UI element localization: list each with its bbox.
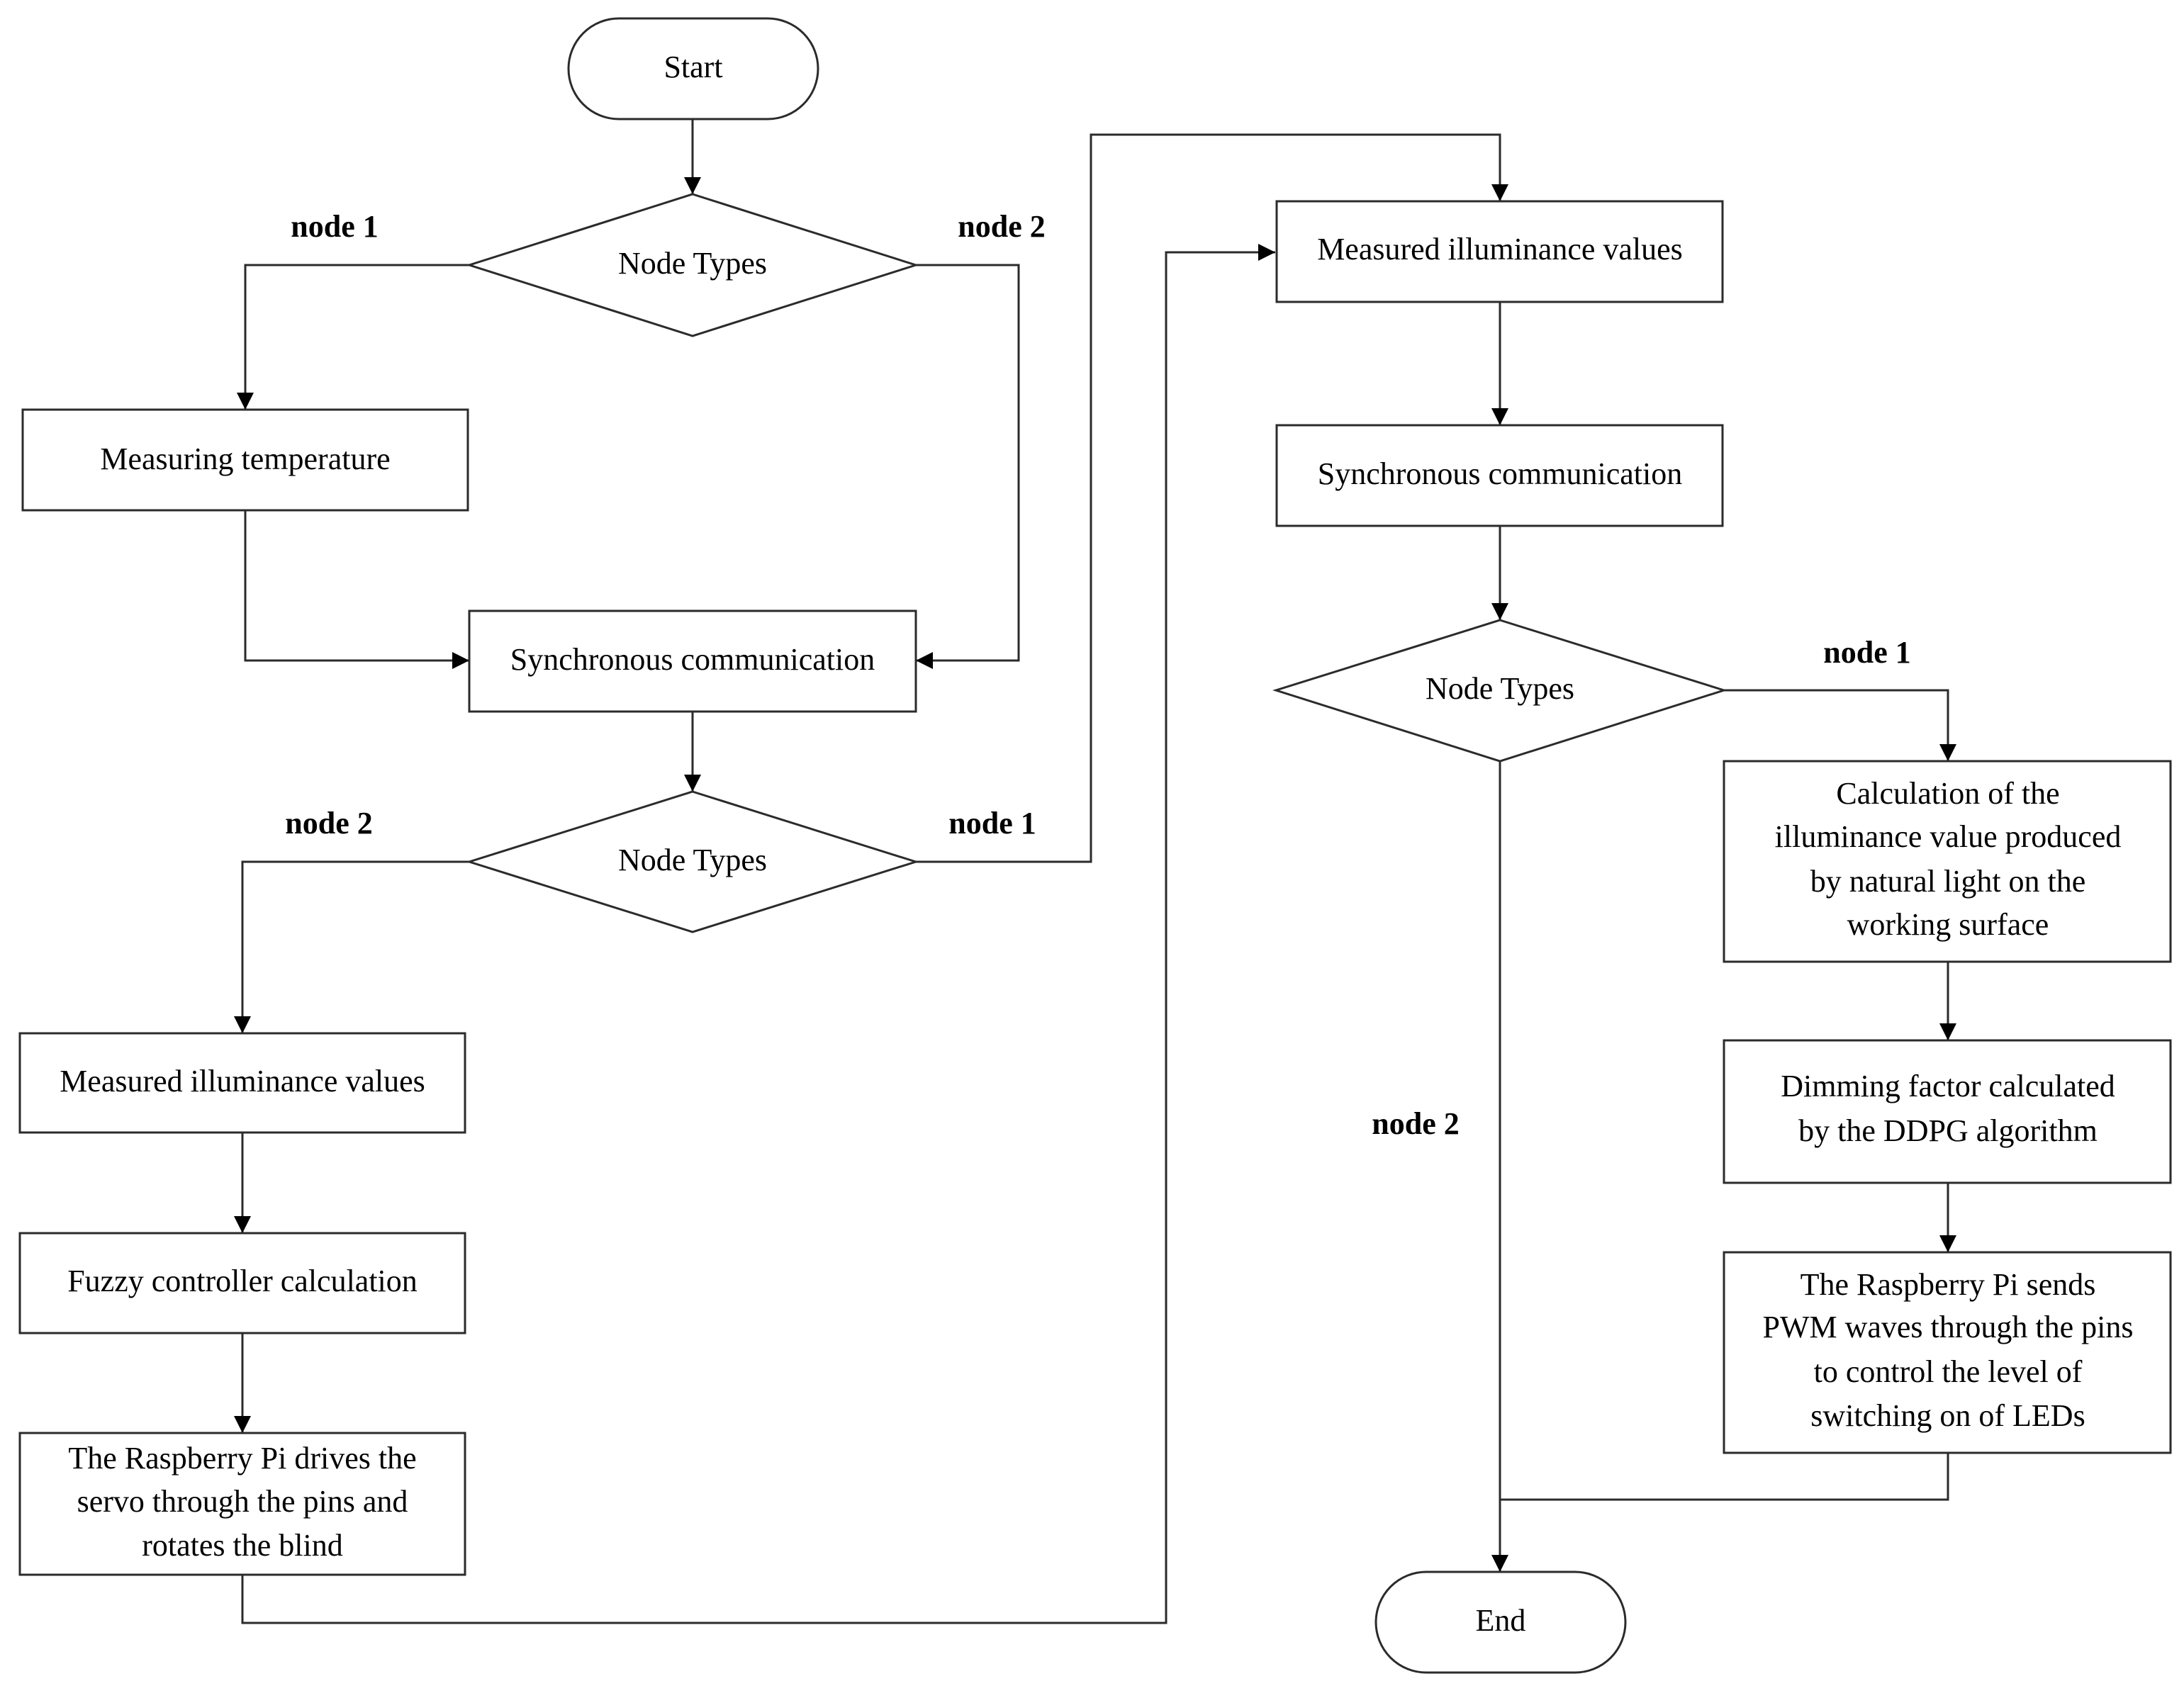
edges xyxy=(234,119,1956,1624)
branch-label-d1-left: node 1 xyxy=(291,209,378,244)
edge-decision2-to-measure-illum-left xyxy=(234,860,469,1033)
end-terminal: End xyxy=(1374,1570,1627,1674)
measured-illuminance-label-right: Measured illuminance values xyxy=(1317,232,1683,266)
pwm-leds-line-2: PWM waves through the pins xyxy=(1762,1310,2133,1344)
decision-3-label: Node Types xyxy=(1426,671,1574,706)
decision-node-types-1: Node Types xyxy=(466,193,919,337)
servo-blind-line-3: rotates the blind xyxy=(142,1528,343,1563)
servo-blind-box: The Raspberry Pi drives the servo throug… xyxy=(18,1432,466,1576)
synchronous-communication-label-1: Synchronous communication xyxy=(510,642,875,677)
natural-light-line-4: working surface xyxy=(1847,907,2049,942)
decision-node-types-2: Node Types xyxy=(465,790,920,933)
natural-light-line-2: illuminance value produced xyxy=(1775,819,2122,854)
decision-1-label: Node Types xyxy=(618,246,767,281)
measuring-temperature-box: Measuring temperature xyxy=(21,408,469,512)
start-label: Start xyxy=(663,50,722,84)
decision-node-types-3: Node Types xyxy=(1272,619,1727,763)
branch-label-d3-down: node 2 xyxy=(1372,1106,1459,1141)
edge-decision1-to-measure-temp xyxy=(237,264,469,410)
pwm-leds-line-4: switching on of LEDs xyxy=(1810,1398,2085,1433)
end-label: End xyxy=(1476,1603,1526,1638)
branch-label-d3-right: node 1 xyxy=(1823,635,1910,670)
dimming-factor-line-2: by the DDPG algorithm xyxy=(1798,1113,2098,1148)
start-terminal: Start xyxy=(567,17,819,120)
pwm-leds-line-1: The Raspberry Pi sends xyxy=(1801,1267,2096,1302)
branch-label-d2-right: node 1 xyxy=(948,806,1036,841)
servo-blind-line-1: The Raspberry Pi drives the xyxy=(68,1441,416,1476)
edge-servo-to-measure-illum-right xyxy=(241,244,1275,1624)
measured-illuminance-box-right: Measured illuminance values xyxy=(1275,200,1724,303)
synchronous-communication-box-2: Synchronous communication xyxy=(1275,424,1724,527)
pwm-leds-line-3: to control the level of xyxy=(1814,1354,2083,1389)
fuzzy-controller-label: Fuzzy controller calculation xyxy=(67,1264,418,1298)
edge-measure-temp-to-sync1 xyxy=(244,510,469,669)
dimming-factor-box: Dimming factor calculated by the DDPG al… xyxy=(1723,1039,2172,1184)
branch-label-d1-right: node 2 xyxy=(958,209,1045,244)
dimming-factor-line-1: Dimming factor calculated xyxy=(1781,1069,2115,1103)
measuring-temperature-label: Measuring temperature xyxy=(100,442,390,476)
fuzzy-controller-box: Fuzzy controller calculation xyxy=(18,1232,466,1334)
natural-light-line-3: by natural light on the xyxy=(1810,864,2086,899)
servo-blind-line-2: servo through the pins and xyxy=(77,1484,408,1519)
measured-illuminance-box-left: Measured illuminance values xyxy=(18,1032,466,1134)
edge-decision3-to-calc-natural xyxy=(1724,689,1956,761)
natural-light-line-1: Calculation of the xyxy=(1836,776,2059,811)
decision-2-label: Node Types xyxy=(618,843,767,877)
edge-pwm-to-end-join xyxy=(1500,1453,1949,1501)
measured-illuminance-label-left: Measured illuminance values xyxy=(60,1064,425,1098)
pwm-leds-box: The Raspberry Pi sends PWM waves through… xyxy=(1723,1251,2172,1454)
natural-light-calculation-box: Calculation of the illuminance value pro… xyxy=(1723,760,2172,963)
synchronous-communication-box-1: Synchronous communication xyxy=(468,609,917,713)
edge-decision2-to-measure-illum-right xyxy=(916,133,1508,863)
edge-decision1-to-sync1 xyxy=(916,264,1020,669)
synchronous-communication-label-2: Synchronous communication xyxy=(1318,456,1683,491)
branch-label-d2-left: node 2 xyxy=(285,806,372,841)
